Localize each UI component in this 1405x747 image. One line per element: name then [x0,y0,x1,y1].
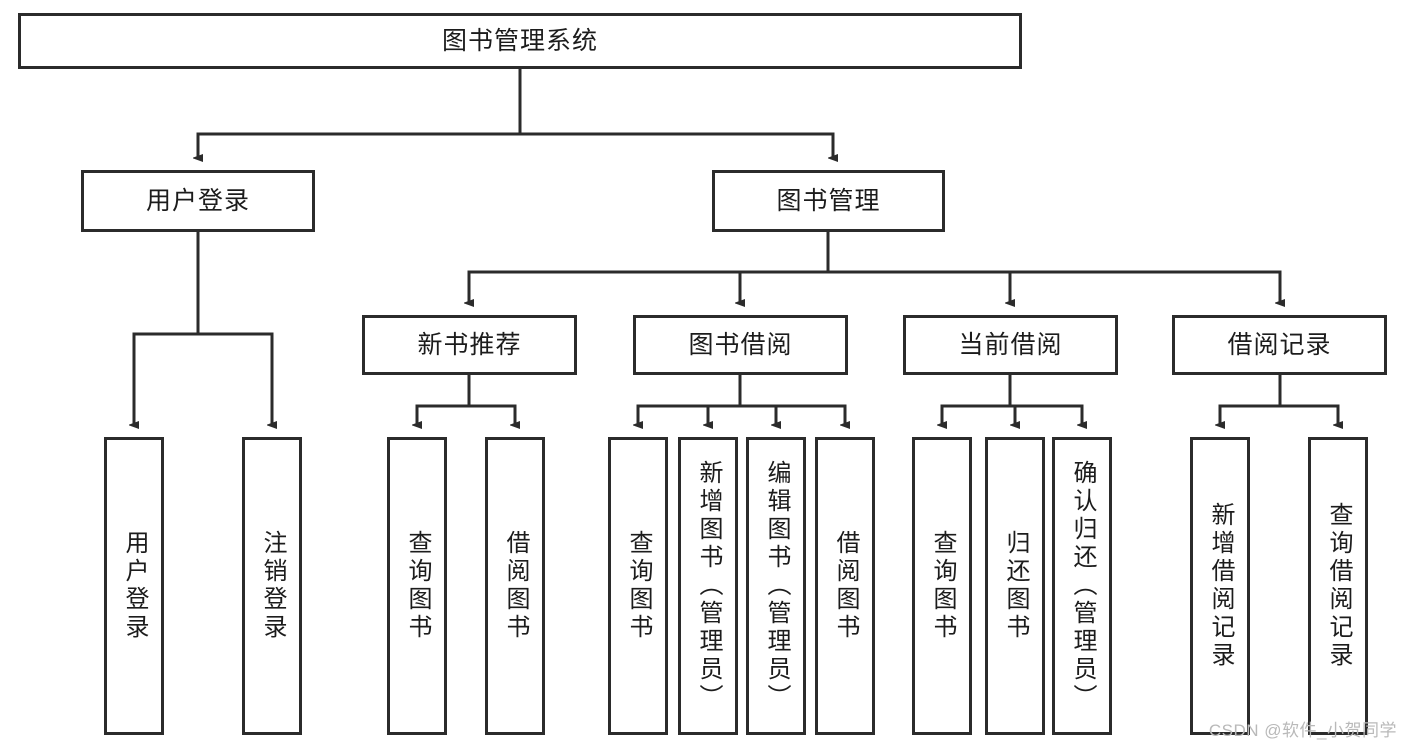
node-borrow-record[interactable]: 借阅记录 [1172,315,1387,375]
node-current-borrow[interactable]: 当前借阅 [903,315,1118,375]
node-leaf-query-book-current[interactable]: 查询图书 [912,437,972,735]
node-user-login[interactable]: 用户登录 [81,170,315,232]
node-book-manage-label: 图书管理 [776,187,881,215]
node-leaf-return-book-label: 归还图书 [1002,530,1029,642]
node-leaf-borrow-book[interactable]: 借阅图书 [815,437,875,735]
node-book-borrow[interactable]: 图书借阅 [633,315,848,375]
node-book-borrow-label: 图书借阅 [688,331,793,359]
node-leaf-borrow-book-recommend-label: 借阅图书 [502,530,529,642]
node-borrow-record-label: 借阅记录 [1227,331,1332,359]
node-leaf-query-book-recommend[interactable]: 查询图书 [387,437,447,735]
node-leaf-logout-label: 注销登录 [259,530,286,642]
node-user-login-label: 用户登录 [145,187,250,215]
node-leaf-confirm-return-label: 确认归还（管理员） [1069,460,1096,712]
node-leaf-logout[interactable]: 注销登录 [242,437,302,735]
node-leaf-add-borrow-record[interactable]: 新增借阅记录 [1190,437,1250,735]
node-leaf-query-borrow-record[interactable]: 查询借阅记录 [1308,437,1368,735]
node-leaf-edit-book[interactable]: 编辑图书（管理员） [746,437,806,735]
node-root[interactable]: 图书管理系统 [18,13,1022,69]
watermark-text: CSDN @软件_小贺同学 [1208,721,1397,740]
node-leaf-confirm-return[interactable]: 确认归还（管理员） [1052,437,1112,735]
node-leaf-edit-book-label: 编辑图书（管理员） [763,460,790,712]
node-leaf-add-borrow-record-label: 新增借阅记录 [1207,502,1234,670]
node-leaf-user-login-label: 用户登录 [121,530,148,642]
node-leaf-add-book[interactable]: 新增图书（管理员） [678,437,738,735]
node-current-borrow-label: 当前借阅 [958,331,1063,359]
node-new-book-recommend-label: 新书推荐 [417,331,522,359]
node-book-manage[interactable]: 图书管理 [712,170,945,232]
node-leaf-query-book-borrow-label: 查询图书 [625,530,652,642]
node-leaf-query-book-recommend-label: 查询图书 [404,530,431,642]
node-leaf-borrow-book-recommend[interactable]: 借阅图书 [485,437,545,735]
node-leaf-return-book[interactable]: 归还图书 [985,437,1045,735]
node-leaf-query-book-borrow[interactable]: 查询图书 [608,437,668,735]
node-new-book-recommend[interactable]: 新书推荐 [362,315,577,375]
node-leaf-query-book-current-label: 查询图书 [929,530,956,642]
node-root-label: 图书管理系统 [441,27,598,55]
node-leaf-user-login[interactable]: 用户登录 [104,437,164,735]
node-leaf-borrow-book-label: 借阅图书 [832,530,859,642]
node-leaf-query-borrow-record-label: 查询借阅记录 [1325,502,1352,670]
node-leaf-add-book-label: 新增图书（管理员） [695,460,722,712]
